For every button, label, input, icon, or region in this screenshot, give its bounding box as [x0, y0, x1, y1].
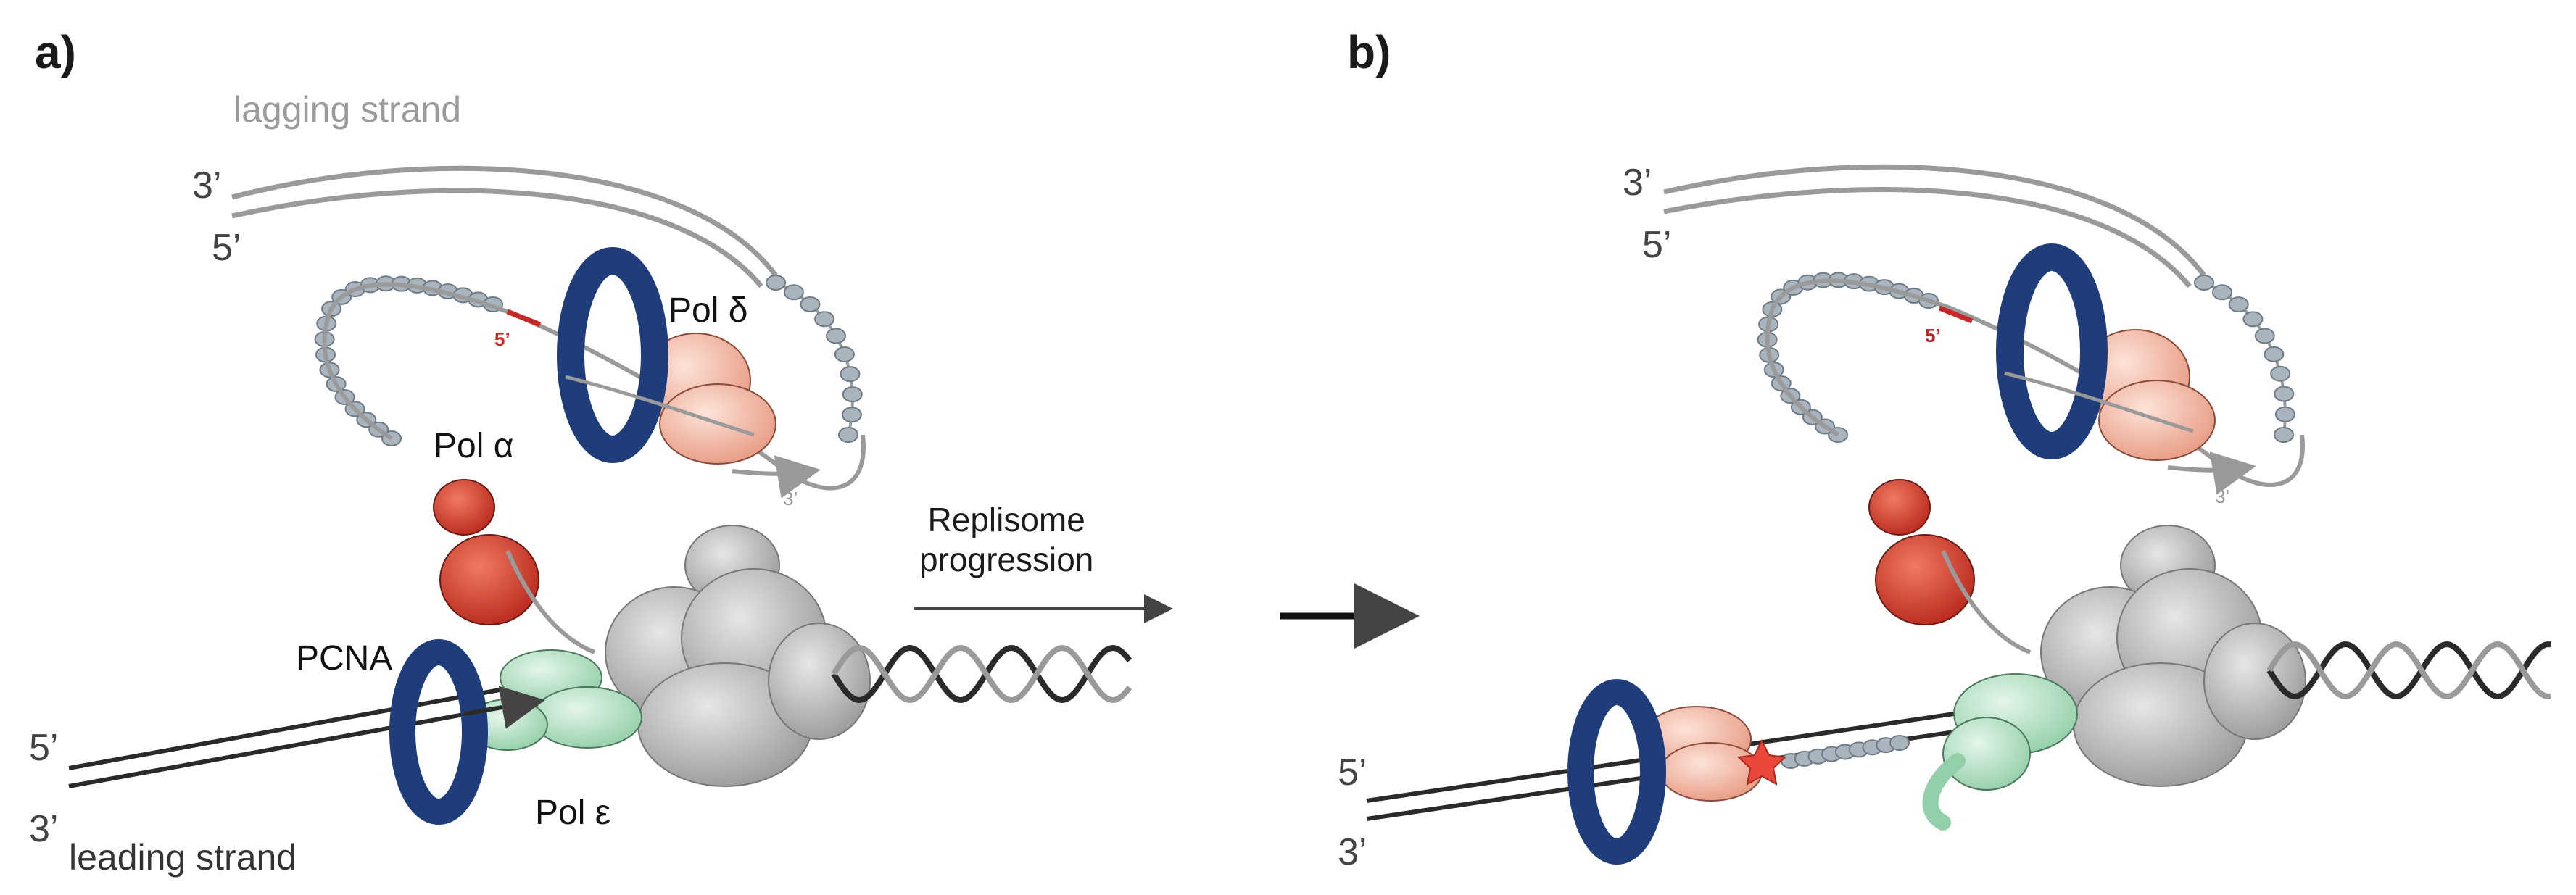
lagging-duplex-in-pol-delta-b [2004, 371, 2194, 433]
panel-a [68, 165, 1173, 825]
pol-delta-label: Pol δ [668, 291, 748, 330]
replisome-progression-label: Replisome progression [919, 500, 1093, 580]
top-5prime-label-b: 5’ [1642, 224, 1672, 266]
pol-epsilon-b [1922, 673, 2078, 831]
rpa-bead [814, 311, 835, 328]
pol-alpha [433, 479, 539, 625]
leading-strand-label: leading strand [69, 837, 297, 878]
rpa-bead [842, 386, 863, 403]
pol-alpha-tether-b [1941, 549, 2032, 654]
rpa-bead [825, 328, 846, 344]
rpa-bead [838, 427, 858, 443]
dna-lesion-star [1736, 738, 1787, 786]
top-5prime-label: 5’ [212, 227, 241, 269]
primer-5prime-label: 5’ [494, 328, 510, 350]
rpa-bead [800, 296, 821, 313]
cmg-helicase-b [2040, 525, 2306, 787]
rpa-bead [2254, 328, 2275, 344]
rpa-bead [2274, 386, 2295, 402]
rpa-bead [2228, 296, 2249, 313]
top-3prime-label: 3’ [192, 165, 222, 207]
rpa-bead [840, 366, 861, 383]
rna-primer [506, 309, 542, 328]
panel-a-letter: a) [35, 26, 76, 78]
left-3prime-label-b: 3’ [1338, 831, 1367, 873]
loop-3prime-arrow [732, 455, 821, 499]
pcna-ring-lagging-b [1996, 243, 2108, 459]
panel-b-letter: b) [1347, 26, 1391, 78]
dna-helix-strand [2266, 641, 2551, 700]
rpa-bead [834, 346, 855, 363]
rpa-bead [2270, 365, 2291, 382]
dna-helix-strand [831, 644, 1132, 704]
rpa-bead [766, 275, 786, 291]
pcna-label: PCNA [296, 639, 393, 678]
loop-3prime-arrow-b [2167, 451, 2256, 495]
panel-b [1366, 164, 2551, 865]
top-3prime-label-b: 3’ [1623, 162, 1652, 204]
rpa-bead [2211, 284, 2232, 301]
left-5prime-label: 5’ [29, 727, 59, 769]
left-3prime-label: 3’ [29, 808, 59, 850]
pol-alpha-b [1868, 479, 1975, 625]
pol-alpha-tether [505, 549, 596, 654]
pcna-ring-leading [389, 639, 488, 825]
parental-duplex-a [831, 644, 1132, 704]
rpa-bead [2194, 275, 2214, 291]
left-5prime-label-b: 5’ [1338, 752, 1367, 794]
pcna-ring-lagging [557, 247, 668, 463]
rpa-bead [2242, 311, 2264, 328]
rpa-bead [1889, 735, 1910, 751]
leading-parental-strands [68, 686, 508, 788]
rna-primer-b [1938, 305, 1974, 324]
lagging-strand-label: lagging strand [233, 89, 462, 130]
cmg-helicase [605, 525, 871, 787]
lagging-duplex-in-pol-delta [565, 375, 755, 437]
lagging-loop-strand [322, 282, 866, 491]
rpa-bead [841, 407, 862, 423]
pol-delta-leading-b [1641, 706, 1763, 802]
dna-helix-strand [2266, 641, 2551, 700]
parental-duplex-b [2266, 641, 2551, 700]
loop-3prime-label: 3’ [783, 488, 798, 509]
leading-new-strand-arrow [463, 686, 545, 729]
pol-epsilon-label: Pol ε [535, 794, 611, 832]
lagging-parental-strands [231, 165, 778, 288]
progression-line1: Replisome [927, 501, 1085, 538]
progression-line2: progression [919, 541, 1094, 579]
rpa-bead [783, 284, 804, 301]
lagging-parental-strands-b [1663, 164, 2206, 288]
rpa-bead [2264, 346, 2285, 362]
loop-3prime-label-b: 3’ [2215, 486, 2230, 507]
rpa-leading-b [1781, 735, 1910, 769]
pcna-ring-leading-b [1567, 679, 1666, 865]
primer-5prime-label-b: 5’ [1925, 325, 1941, 346]
rpa-bead [2274, 406, 2295, 422]
pol-alpha-label: Pol α [434, 427, 514, 465]
rpa-bead [2274, 427, 2294, 443]
